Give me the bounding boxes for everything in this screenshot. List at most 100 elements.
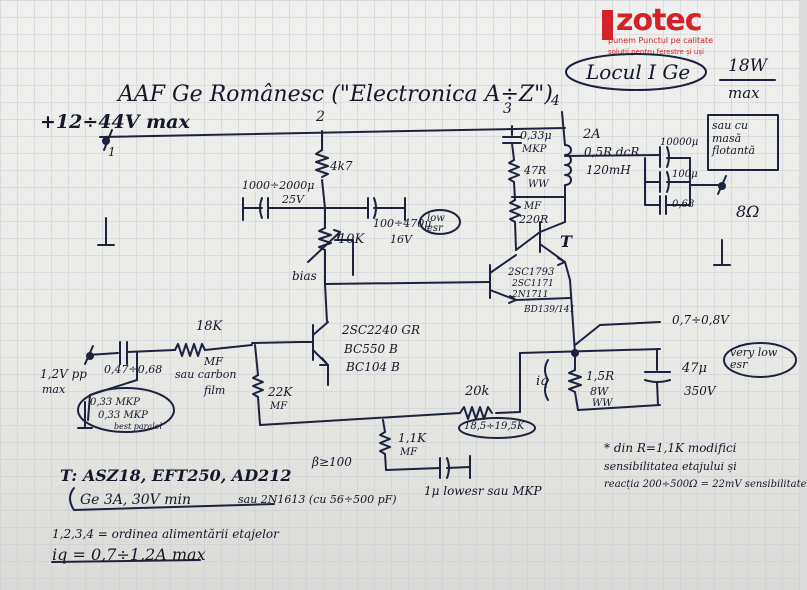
label-ground-note: sau cu masă flotantă	[712, 119, 756, 158]
wire-output-caps	[564, 154, 661, 157]
label-c-in-c: best paralel	[114, 422, 163, 431]
resistor-18k	[174, 343, 206, 357]
supply-label: +12÷44V max	[40, 111, 190, 133]
label-driver-c: 2N1711	[512, 290, 549, 300]
very-low-esr-oval	[723, 342, 797, 378]
low-esr-oval	[419, 209, 461, 235]
power-top: 18W	[728, 56, 768, 76]
label-c100-v: 16V	[390, 233, 412, 246]
iq-brace	[544, 359, 549, 401]
vbias-pointer	[599, 321, 661, 326]
label-220r-note: MF	[524, 201, 542, 212]
label-c-in: 0,47÷0,68	[104, 363, 163, 376]
range-20k-oval	[458, 417, 536, 439]
label-iq: iq	[536, 374, 549, 389]
label-c47-note: very low esr	[730, 346, 778, 372]
label-c033-type: MKP	[522, 144, 547, 155]
label-transistor-t: T	[560, 232, 572, 251]
label-c47-v: 350V	[684, 384, 716, 398]
ground-note-box	[707, 114, 779, 171]
label-l-res: 0,5R dcR	[584, 145, 640, 159]
label-bias: bias	[292, 269, 317, 283]
note-mod-2: sensibilitatea etajului și	[604, 460, 737, 473]
rank-label: Locul I Ge	[586, 60, 691, 84]
wire-feedback-low	[259, 412, 461, 426]
label-c1u: 1μ lowesr sau MKP	[424, 484, 542, 498]
note-t-list: T: ASZ18, EFT250, AD212	[60, 466, 292, 485]
label-l-ind: 120mH	[586, 163, 631, 177]
resistor-20k	[459, 406, 493, 420]
logo-tagline: punem Punctul pe calitate	[608, 36, 714, 45]
label-18k-c: film	[204, 384, 226, 397]
label-c033: 0,33μ	[520, 129, 552, 142]
label-input: 1,2V pp	[40, 367, 87, 381]
page-title: AAF Ge Românesc ("Electronica A÷Z")	[118, 82, 553, 107]
logo-brand: zotec	[616, 3, 703, 38]
note-beta: β≥100	[312, 455, 352, 469]
node-1: 1	[108, 145, 116, 159]
resistor-220r	[509, 199, 521, 223]
wire-ground-out	[577, 404, 661, 411]
label-18k-a: MF	[204, 355, 223, 368]
label-18k: 18K	[196, 319, 223, 334]
label-q-in-a: 2SC2240 GR	[342, 323, 421, 337]
label-18k-b: sau carbon	[175, 368, 237, 381]
label-input-max: max	[42, 383, 66, 396]
label-1r5: 1,5R	[586, 369, 615, 383]
note-ge-spec: Ge 3A, 30V min	[80, 492, 191, 508]
node-4: 4	[551, 93, 560, 109]
note-alt: sau 2N1613 (cu 56÷500 pF)	[238, 493, 397, 506]
label-q-in-b: BC550 B	[344, 342, 398, 356]
label-speaker: 8Ω	[736, 202, 760, 221]
node-3: 3	[503, 101, 512, 117]
label-47r-w: WW	[528, 179, 549, 190]
ge-spec-bracket	[69, 487, 275, 511]
resistor-1k1	[379, 431, 391, 455]
label-q-in-c: BC104 B	[346, 360, 400, 374]
label-l-current: 2A	[583, 127, 601, 142]
rank-oval	[565, 53, 707, 91]
label-c068: 0,68	[672, 199, 695, 210]
pot-wiper	[334, 239, 354, 276]
zotec-logo: zotec punem Punctul pe calitate soluții …	[602, 3, 732, 56]
label-driver-a: 2SC1793	[508, 267, 555, 278]
label-20k: 20k	[465, 384, 490, 399]
label-1k1-mf: MF	[400, 447, 418, 458]
label-1r5-w: 8W	[590, 385, 609, 398]
label-c1000: 1000÷2000μ	[242, 179, 315, 192]
label-c100-note: low esr	[427, 213, 445, 234]
label-c100u: 100μ	[672, 169, 698, 180]
label-c-in-b: 0,33 MKP	[98, 410, 148, 421]
inductor-120mh	[564, 144, 572, 198]
label-47r: 47R	[524, 164, 547, 177]
label-1r5-ww: WW	[592, 398, 613, 409]
c-input-oval	[77, 387, 175, 433]
label-driver-b: 2SC1171	[512, 279, 554, 289]
power-bottom: max	[728, 84, 760, 102]
note-order: 1,2,3,4 = ordinea alimentării etajelor	[52, 527, 279, 541]
label-220r: 220R	[519, 213, 549, 226]
label-22k: 22K	[268, 385, 293, 399]
wire-base-driver	[324, 281, 491, 285]
resistor-4k7	[315, 149, 329, 178]
label-c47: 47μ	[682, 361, 707, 376]
label-c10000: 10000μ	[660, 137, 699, 148]
label-driver-d: BD139/141	[524, 305, 576, 315]
label-pot-10k: 10K	[338, 232, 365, 247]
logo-tagline-2: soluții pentru ferestre și uși	[608, 48, 704, 56]
supply-rail	[99, 127, 566, 138]
label-c100: 100÷470μ	[373, 217, 432, 230]
label-1k1: 1,1K	[398, 431, 427, 445]
resistor-47r	[508, 159, 520, 183]
label-20k-range: 18,5÷19,5K	[464, 421, 525, 432]
resistor-1r5	[568, 369, 582, 393]
pot-10k	[318, 227, 332, 251]
logo-mark	[602, 10, 613, 40]
note-mod-3: reacția 200÷500Ω = 22mV sensibilitate	[604, 479, 807, 490]
note-iq: iq = 0,7÷1,2A max	[52, 545, 206, 564]
label-c-in-a: 0,33 MKP	[90, 397, 140, 408]
label-4k7: 4k7	[330, 159, 353, 173]
